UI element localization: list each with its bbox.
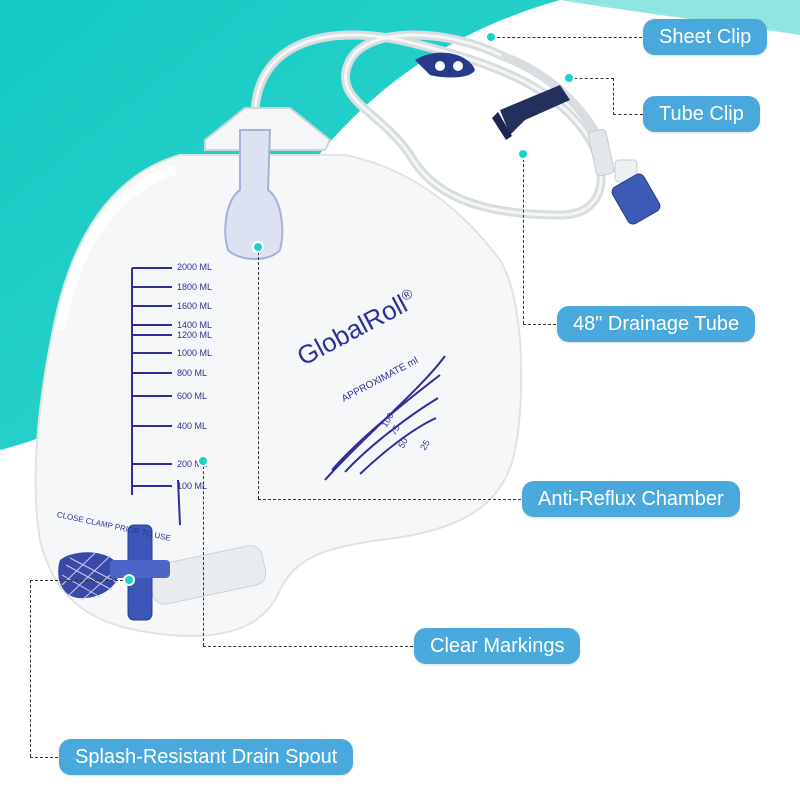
bag-body <box>34 154 523 637</box>
sheet-clip-illustration <box>415 52 475 78</box>
left-scale-label: 1800 ML <box>177 282 213 292</box>
tube-connector <box>587 128 661 225</box>
left-scale-label: 2000 ML <box>177 262 213 272</box>
drainage-tube-callout: 48" Drainage Tube <box>557 306 756 342</box>
leader-drain-spout-a <box>30 580 128 581</box>
leader-clear-markings-h <box>203 646 413 647</box>
leader-drain-spout-h <box>30 757 58 758</box>
left-scale-label: 1200 ML <box>177 330 213 340</box>
left-scale-label: 1400 ML <box>177 320 213 330</box>
dot-drainage-tube <box>517 148 529 160</box>
drain-spout-illustration <box>58 524 267 621</box>
sheet-clip-callout: Sheet Clip <box>643 19 768 55</box>
leader-tube-clip-h <box>569 78 614 79</box>
left-scale-label: 800 ML <box>177 368 208 378</box>
left-scale-label: 600 ML <box>177 391 208 401</box>
tube-clip-callout: Tube Clip <box>643 96 760 132</box>
clear-markings-callout: Clear Markings <box>414 628 581 664</box>
dot-clear-markings <box>197 455 209 467</box>
left-scale-label: 1600 ML <box>177 301 213 311</box>
dot-tube-clip <box>563 72 575 84</box>
left-scale-label: 1000 ML <box>177 348 213 358</box>
leader-anti-reflux-h <box>258 499 521 500</box>
leader-drainage-tube-v <box>523 154 524 324</box>
right-volume-scale <box>324 355 446 481</box>
drain-spout-callout: Splash-Resistant Drain Spout <box>59 739 354 775</box>
leader-drain-spout-v <box>30 580 31 757</box>
left-scale-label: 200 ML <box>177 459 208 469</box>
leader-anti-reflux-v <box>258 247 259 499</box>
dot-drain-spout <box>123 574 135 586</box>
dot-anti-reflux <box>252 241 264 253</box>
leader-sheet-clip <box>492 37 642 38</box>
left-volume-scale <box>131 267 181 526</box>
dot-sheet-clip <box>485 31 497 43</box>
left-scale-label: 400 ML <box>177 421 208 431</box>
leader-tube-clip-h2 <box>613 114 643 115</box>
leader-tube-clip-v <box>613 78 614 115</box>
left-scale-label: 100 ML <box>177 481 208 491</box>
leader-clear-markings-v <box>203 461 204 646</box>
tube-clip-illustration <box>492 85 570 140</box>
anti-reflux-chamber-callout: Anti-Reflux Chamber <box>522 481 740 517</box>
leader-drainage-tube-h <box>523 324 556 325</box>
